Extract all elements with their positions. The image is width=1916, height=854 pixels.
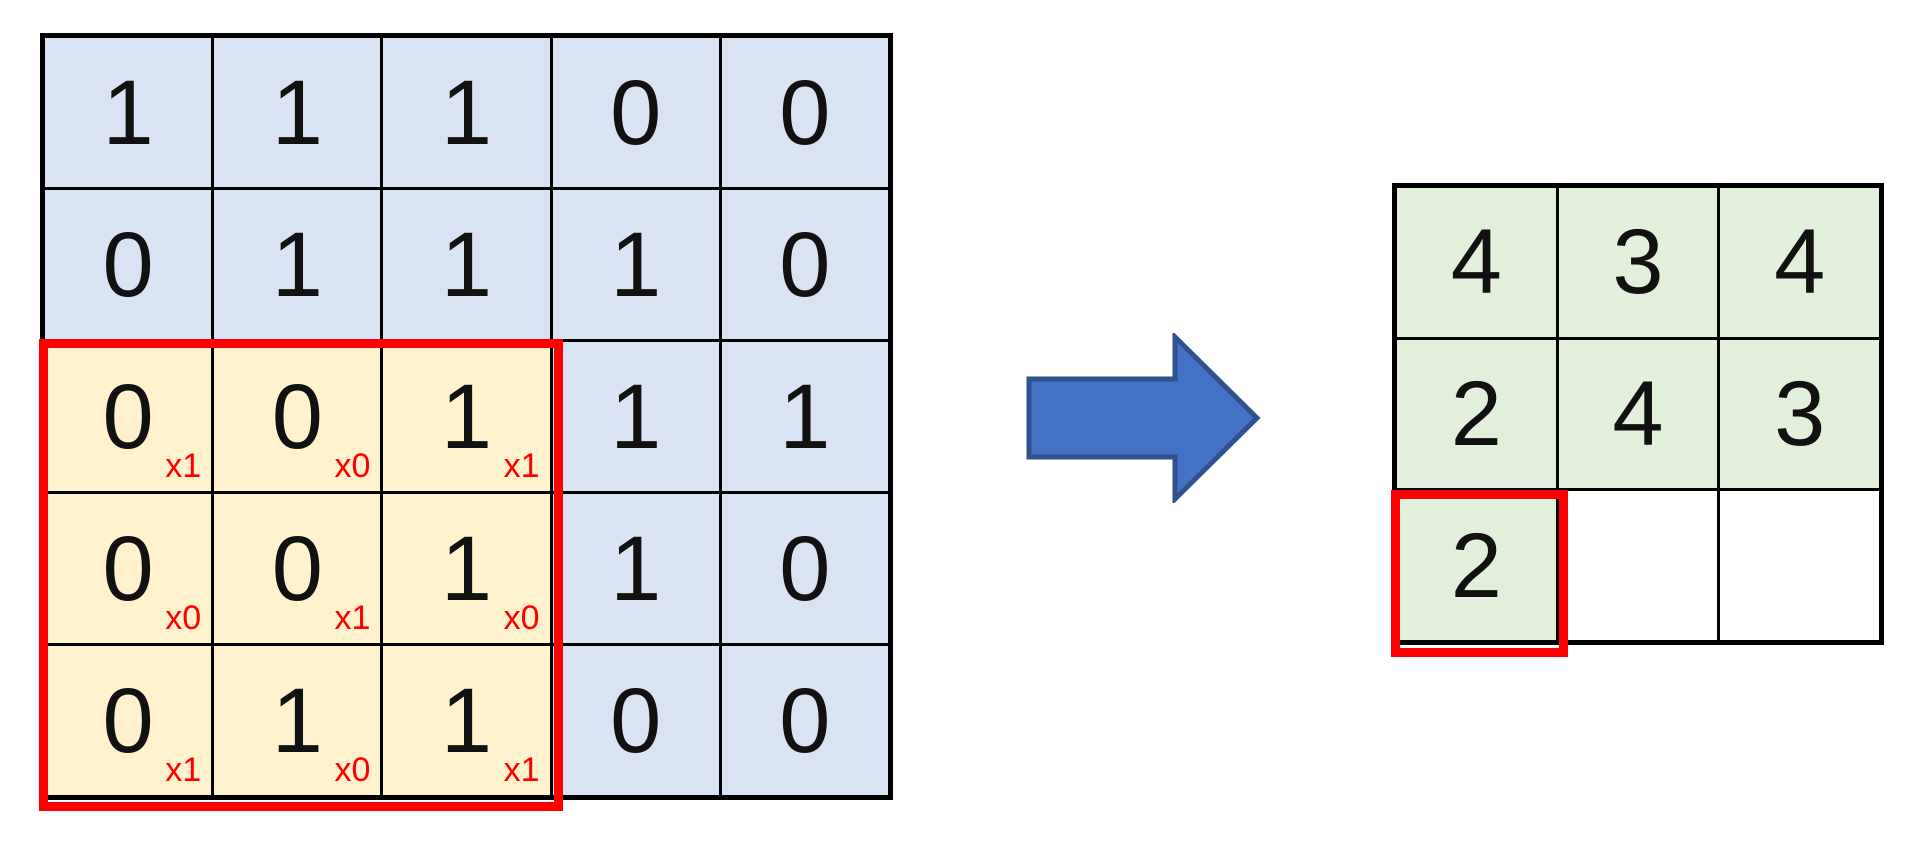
kernel-weight-label: x1 — [503, 751, 540, 789]
cell-value: 1 — [610, 213, 662, 316]
input-cell-kernel: 1 x0 — [214, 646, 384, 798]
input-cell: 1 — [552, 190, 722, 342]
output-cell: 4 — [1397, 188, 1559, 340]
cell-value: 1 — [440, 365, 493, 468]
output-grid: 4 3 4 2 4 3 2 — [1391, 183, 1884, 657]
cell-value: 1 — [102, 61, 154, 164]
input-cell-kernel: 0 x0 — [45, 494, 215, 646]
cell-value: 4 — [1612, 362, 1664, 465]
kernel-weight-label: x1 — [165, 447, 202, 485]
input-cell: 1 — [552, 494, 722, 646]
output-cell: 3 — [1558, 188, 1721, 340]
input-cell: 1 — [721, 342, 891, 494]
input-cell-kernel: 0 x1 — [45, 646, 215, 798]
output-cell: 3 — [1720, 339, 1882, 492]
cell-value: 1 — [271, 61, 323, 164]
cell-value: 1 — [610, 365, 662, 468]
cell-value: 2 — [1450, 514, 1502, 617]
cell-value: 0 — [102, 365, 154, 468]
cell-value: 0 — [779, 61, 831, 164]
input-cell-kernel: 0 x0 — [214, 342, 384, 494]
cell-value: 1 — [440, 517, 493, 620]
kernel-weight-label: x1 — [165, 751, 202, 789]
cell-value: 0 — [102, 669, 154, 772]
cell-value: 0 — [102, 213, 154, 316]
input-cell-kernel: 1 x1 — [383, 342, 553, 494]
kernel-weight-label: x0 — [165, 599, 202, 637]
cell-value: 1 — [440, 669, 493, 772]
arrow-right-icon — [1026, 333, 1261, 503]
input-cell: 0 — [45, 190, 215, 342]
cell-value: 1 — [440, 213, 493, 316]
input-cell: 1 — [383, 190, 553, 342]
cell-value: 3 — [1774, 362, 1826, 465]
cell-value: 0 — [271, 365, 323, 468]
input-cell-kernel: 1 x1 — [383, 646, 553, 798]
output-cell: 4 — [1720, 188, 1882, 340]
output-cell-empty — [1558, 491, 1721, 643]
output-cell-highlighted: 2 — [1397, 491, 1559, 643]
input-cell-kernel: 1 x0 — [383, 494, 553, 646]
input-cell-kernel: 0 x1 — [214, 494, 384, 646]
cell-value: 0 — [610, 61, 662, 164]
kernel-weight-label: x0 — [334, 447, 371, 485]
input-cell-kernel: 0 x1 — [45, 342, 215, 494]
cell-value: 0 — [610, 669, 662, 772]
input-cell: 0 — [721, 494, 891, 646]
input-cell: 0 — [721, 646, 891, 798]
cell-value: 0 — [102, 517, 154, 620]
cell-value: 1 — [779, 365, 831, 468]
cell-value: 0 — [779, 669, 831, 772]
cell-value: 1 — [271, 669, 323, 772]
output-cell: 4 — [1558, 339, 1721, 492]
input-cell: 0 — [552, 38, 722, 190]
cell-value: 0 — [271, 517, 323, 620]
input-cell: 0 — [721, 190, 891, 342]
input-cell: 1 — [214, 190, 384, 342]
output-cell: 2 — [1397, 339, 1559, 492]
kernel-weight-label: x0 — [503, 599, 540, 637]
cell-value: 2 — [1450, 362, 1502, 465]
kernel-weight-label: x0 — [334, 751, 371, 789]
input-cell: 1 — [552, 342, 722, 494]
input-cell: 1 — [214, 38, 384, 190]
kernel-weight-label: x1 — [334, 599, 371, 637]
cell-value: 1 — [271, 213, 323, 316]
cell-value: 0 — [779, 213, 831, 316]
input-cell: 0 — [721, 38, 891, 190]
output-cell-empty — [1720, 491, 1882, 643]
cell-value: 0 — [779, 517, 831, 620]
input-cell: 1 — [383, 38, 553, 190]
input-cell: 1 — [45, 38, 215, 190]
cell-value: 1 — [610, 517, 662, 620]
kernel-weight-label: x1 — [503, 447, 540, 485]
cell-value: 3 — [1612, 211, 1664, 314]
input-cell: 0 — [552, 646, 722, 798]
cell-value: 4 — [1774, 211, 1826, 314]
cell-value: 1 — [440, 61, 493, 164]
cell-value: 4 — [1450, 211, 1502, 314]
